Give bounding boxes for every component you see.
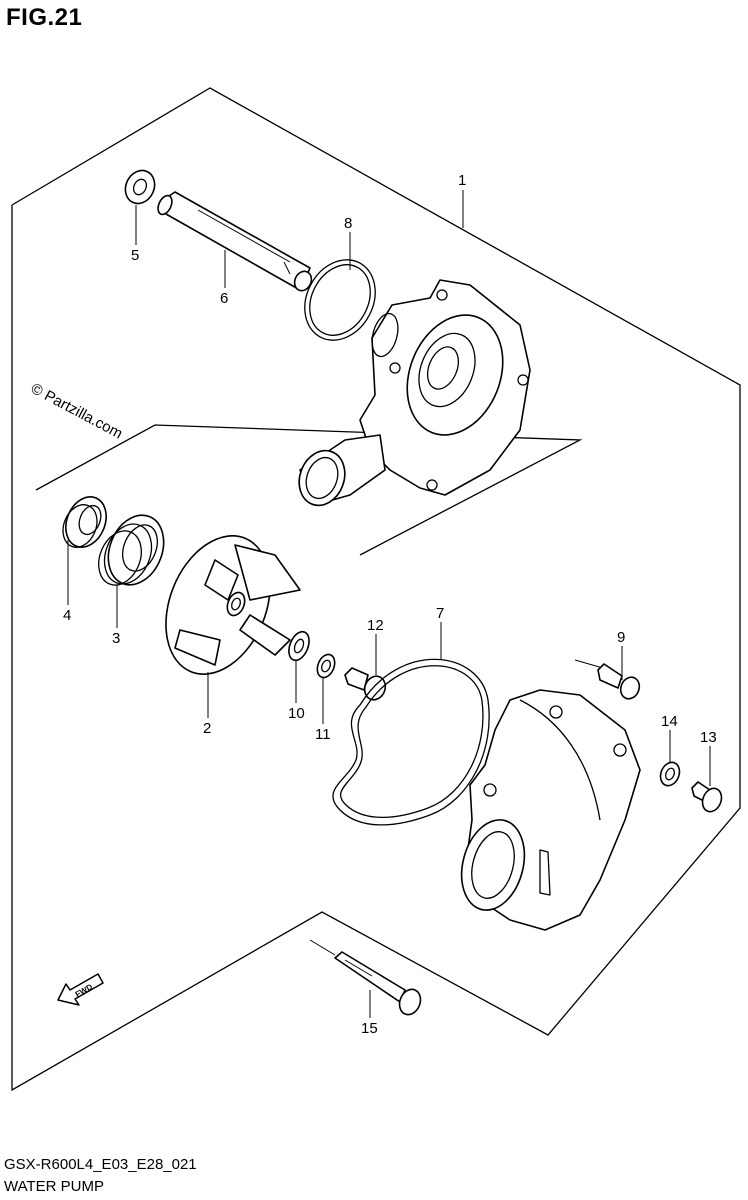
callout-10: 10	[288, 705, 305, 722]
figure-title: FIG.21	[6, 4, 83, 31]
callout-7: 7	[436, 605, 444, 622]
callout-8: 8	[344, 215, 352, 232]
bolt-part-15	[309, 939, 422, 1016]
callout-15: 15	[361, 1020, 378, 1037]
callout-9: 9	[617, 629, 625, 646]
callout-4: 4	[63, 607, 71, 624]
washer-part-10	[288, 630, 310, 662]
bolt-part-13	[691, 781, 723, 813]
callout-5: 5	[131, 247, 139, 264]
callout-3: 3	[112, 630, 120, 647]
callout-6: 6	[220, 290, 228, 307]
bolt-part-12	[344, 667, 387, 701]
mechanical-seal-part-3	[98, 514, 165, 586]
callout-12: 12	[367, 617, 384, 634]
shaft-part-6	[157, 191, 313, 292]
part-name: WATER PUMP	[4, 1178, 104, 1195]
callout-1: 1	[458, 172, 466, 189]
washer-part-5	[124, 169, 156, 205]
washer-part-14	[659, 761, 681, 787]
callout-11: 11	[315, 726, 331, 743]
pump-housing-part-1	[298, 279, 531, 507]
model-code: GSX-R600L4_E03_E28_021	[4, 1156, 197, 1173]
assembly-frame	[11, 87, 741, 1092]
o-ring-part-8	[304, 259, 376, 341]
callout-2: 2	[203, 720, 211, 737]
bolt-part-9	[574, 659, 641, 700]
washer-part-11	[316, 653, 336, 679]
callout-14: 14	[661, 713, 678, 730]
pump-cover	[460, 689, 641, 931]
gasket-part-7	[332, 658, 490, 826]
fwd-arrow-icon: FWD	[57, 973, 104, 1006]
impeller-part-2	[165, 535, 301, 675]
callout-13: 13	[700, 729, 717, 746]
oil-seal-part-4	[62, 496, 107, 548]
